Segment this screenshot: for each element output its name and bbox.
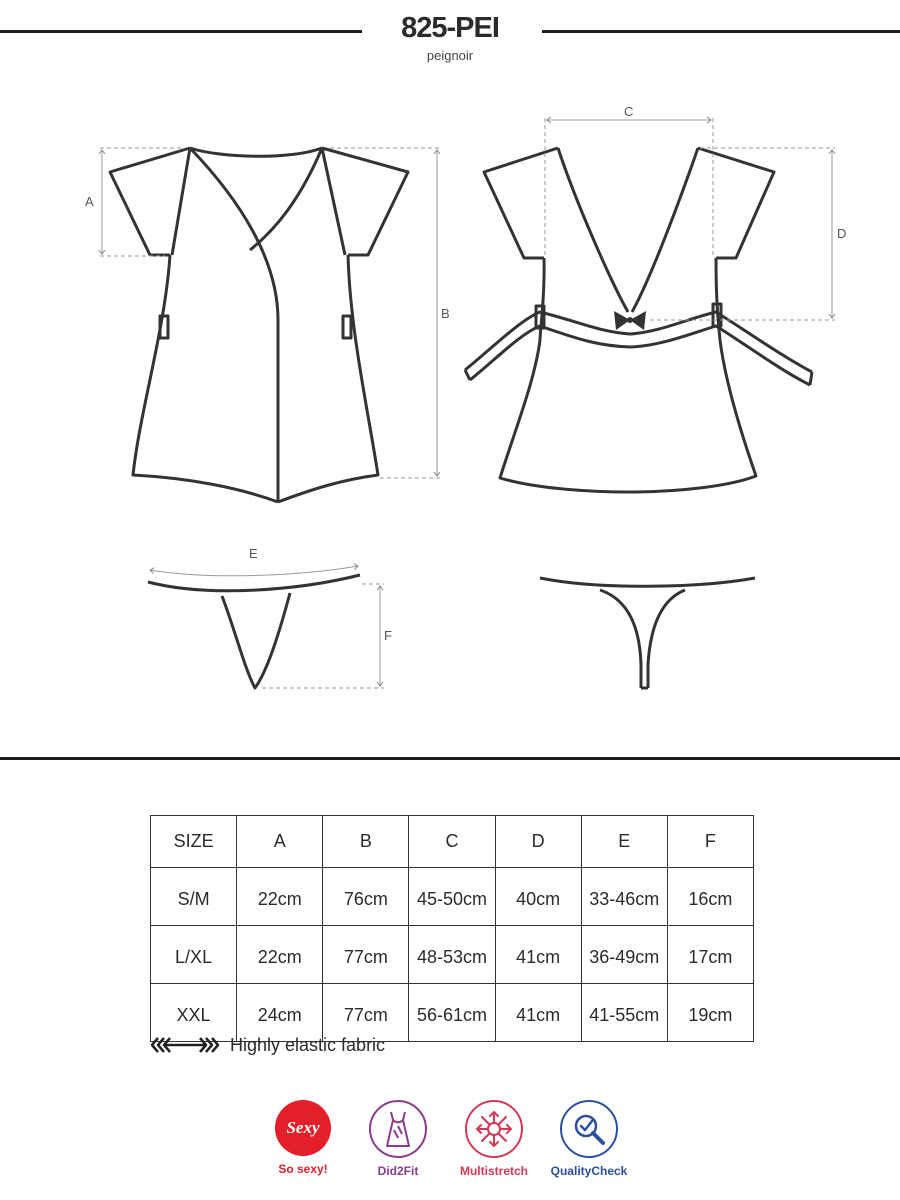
table-cell: XXL <box>149 983 238 1042</box>
table-row: XXL 24cm 77cm 56-61cm 41cm 41-55cm 19cm <box>149 983 755 1042</box>
thong-back-drawing <box>539 576 756 690</box>
technical-drawing: A B C D <box>85 104 846 690</box>
table-row: L/XL 22cm 77cm 48-53cm 41cm 36-49cm 17cm <box>149 925 755 984</box>
thong-front-drawing <box>147 573 361 690</box>
dimension-f-label: F <box>384 628 392 643</box>
table-cell: 24cm <box>236 983 324 1042</box>
dimension-d <box>650 147 835 321</box>
peignoir-front-drawing <box>108 146 410 504</box>
magnifier-check-icon <box>574 1114 605 1145</box>
table-cell: S/M <box>149 867 238 926</box>
table-header-cell: D <box>494 815 582 868</box>
badge-label: Multistretch <box>459 1164 528 1178</box>
product-code: 825-PEI <box>401 12 500 44</box>
badge-qualitycheck: QualityCheck <box>539 1100 639 1178</box>
table-header-cell: C <box>408 815 496 868</box>
dimension-e <box>150 566 358 577</box>
peignoir-back-drawing <box>463 146 814 494</box>
table-cell: 77cm <box>322 925 410 984</box>
table-cell: L/XL <box>149 925 238 984</box>
dress-icon <box>386 1111 410 1147</box>
size-table: SIZE A B C D E F S/M 22cm 76cm 45-50cm 4… <box>149 815 755 1042</box>
table-row: S/M 22cm 76cm 45-50cm 40cm 33-46cm 16cm <box>149 867 755 926</box>
table-header-cell: A <box>236 815 324 868</box>
dimension-a <box>100 147 185 257</box>
elastic-fabric-text: Highly elastic fabric <box>230 1034 386 1055</box>
table-cell: 77cm <box>322 983 410 1042</box>
table-header-cell: E <box>580 815 668 868</box>
product-type: peignoir <box>426 48 474 63</box>
table-cell: 45-50cm <box>408 867 496 926</box>
dress-fit-icon <box>369 1100 427 1158</box>
table-cell: 48-53cm <box>408 925 496 984</box>
table-cell: 40cm <box>494 867 582 926</box>
table-cell: 41-55cm <box>580 983 668 1042</box>
dimension-c <box>544 118 714 258</box>
dimension-b <box>330 147 440 479</box>
dimension-f <box>262 583 384 689</box>
multistretch-icon <box>465 1100 523 1158</box>
table-cell: 16cm <box>666 867 755 926</box>
table-header-cell: F <box>666 815 755 868</box>
table-cell: 56-61cm <box>408 983 496 1042</box>
dimension-d-label: D <box>837 226 846 241</box>
badge-label: So sexy! <box>278 1162 328 1176</box>
table-cell: 22cm <box>236 867 324 926</box>
table-cell: 17cm <box>666 925 755 984</box>
badge-did2fit: Did2Fit <box>348 1100 448 1178</box>
section-divider <box>0 757 900 760</box>
dimension-e-label: E <box>249 546 258 561</box>
table-cell: 19cm <box>666 983 755 1042</box>
elastic-arrows-icon <box>150 1037 220 1053</box>
table-header-cell: B <box>322 815 410 868</box>
header-line-right <box>542 30 900 33</box>
table-cell: 76cm <box>322 867 410 926</box>
table-cell: 36-49cm <box>580 925 668 984</box>
table-header-cell: SIZE <box>149 815 238 868</box>
header-line-left <box>0 30 362 33</box>
table-header-row: SIZE A B C D E F <box>149 815 755 868</box>
badge-multistretch: Multistretch <box>444 1100 544 1178</box>
quality-check-icon <box>560 1100 618 1158</box>
badge-label: QualityCheck <box>550 1164 628 1178</box>
stretch-arrows-icon <box>475 1110 513 1148</box>
sexy-icon: Sexy <box>275 1100 331 1156</box>
elastic-fabric-note: Highly elastic fabric <box>150 1033 385 1057</box>
sexy-icon-text: Sexy <box>286 1118 320 1137</box>
dimension-b-label: B <box>441 306 450 321</box>
dimension-a-label: A <box>85 194 94 209</box>
badge-so-sexy: Sexy So sexy! <box>253 1100 353 1176</box>
table-cell: 41cm <box>494 925 582 984</box>
table-cell: 22cm <box>236 925 324 984</box>
table-cell: 33-46cm <box>580 867 668 926</box>
dimension-c-label: C <box>624 104 633 119</box>
table-cell: 41cm <box>494 983 582 1042</box>
bow-icon <box>614 311 646 330</box>
badge-label: Did2Fit <box>377 1164 419 1178</box>
